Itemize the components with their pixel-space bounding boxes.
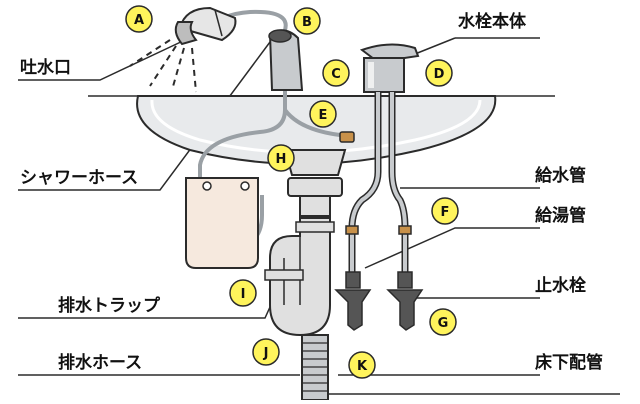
marker-k-label: K xyxy=(357,359,368,374)
faucet-body xyxy=(359,43,420,93)
hose-ridges xyxy=(302,342,328,392)
leader-hot-pipe xyxy=(364,227,540,269)
marker-h-label: H xyxy=(276,152,287,167)
label-spout: 吐水口 xyxy=(20,57,71,78)
trap-nut xyxy=(264,269,304,281)
label-drain-hose: 排水ホース xyxy=(58,352,142,373)
label-shower-hose: シャワーホース xyxy=(20,168,138,188)
marker-g-label: G xyxy=(438,316,449,331)
hose-joint xyxy=(339,131,355,143)
holder-opening xyxy=(268,29,292,43)
marker-j-label: J xyxy=(263,346,269,361)
marker-f: F xyxy=(431,197,459,225)
supply-pipes xyxy=(350,92,407,278)
marker-b: B xyxy=(293,7,321,35)
shower-head xyxy=(174,6,237,46)
leader-spout xyxy=(18,39,186,81)
marker-d: D xyxy=(425,59,453,87)
label-supply-pipe: 給水管 xyxy=(535,165,586,186)
bag-hole-left xyxy=(202,181,212,191)
marker-j: J xyxy=(252,338,280,366)
marker-e: E xyxy=(309,100,337,128)
drain-nut xyxy=(287,177,343,197)
label-hot-pipe: 給湯管 xyxy=(535,205,586,226)
marker-b-label: B xyxy=(302,15,312,30)
stop-valve-left xyxy=(334,271,372,331)
marker-e-label: E xyxy=(319,108,328,123)
hose-storage-bag xyxy=(185,177,259,269)
marker-a: A xyxy=(125,5,153,33)
marker-i: I xyxy=(229,279,257,307)
hose-connection xyxy=(283,108,341,137)
leader-shower-hose xyxy=(18,41,271,191)
marker-k: K xyxy=(348,351,376,379)
drain-pipe-upper xyxy=(299,195,331,217)
marker-f-label: F xyxy=(441,205,450,220)
stop-valve-right xyxy=(386,271,424,331)
label-stop-valve: 止水栓 xyxy=(535,275,586,296)
marker-h: H xyxy=(267,144,295,172)
marker-i-label: I xyxy=(241,287,246,302)
hot-pipe-nut-left xyxy=(345,225,359,235)
bag-hole-right xyxy=(240,181,250,191)
marker-a-label: A xyxy=(134,13,144,28)
marker-d-label: D xyxy=(434,67,445,82)
label-floor-pipe: 床下配管 xyxy=(535,352,603,373)
label-faucet-body: 水栓本体 xyxy=(458,11,527,32)
hot-pipe-nut-right xyxy=(398,225,412,235)
marker-g: G xyxy=(429,308,457,336)
water-spray xyxy=(129,39,197,93)
marker-c-label: C xyxy=(331,67,341,82)
trap-nut-top xyxy=(295,221,335,233)
marker-c: C xyxy=(322,59,350,87)
label-drain-trap: 排水トラップ xyxy=(58,295,161,316)
